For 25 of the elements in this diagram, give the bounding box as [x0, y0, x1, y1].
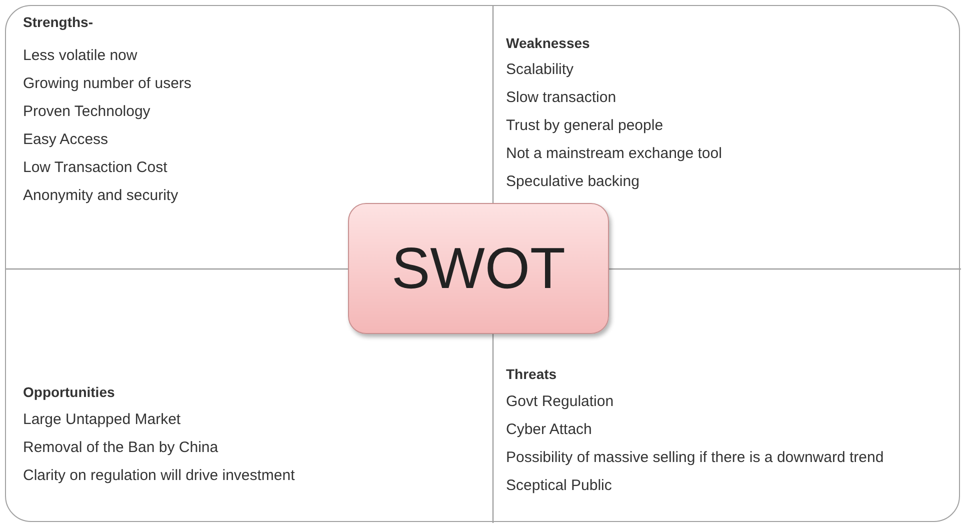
- list-item: Anonymity and security: [23, 187, 178, 205]
- diagram-frame: [5, 5, 960, 522]
- list-item: Slow transaction: [506, 89, 616, 107]
- list-item: Sceptical Public: [506, 477, 612, 495]
- list-item: Speculative backing: [506, 173, 640, 191]
- list-item: Clarity on regulation will drive investment: [23, 467, 295, 485]
- list-item: Easy Access: [23, 131, 108, 149]
- quadrant-heading: Threats: [506, 365, 557, 383]
- list-item: Low Transaction Cost: [23, 159, 168, 177]
- quadrant-heading: Opportunities: [23, 383, 115, 401]
- list-item: Possibility of massive selling if there is a downward trend: [506, 449, 884, 467]
- center-title: SWOT: [392, 235, 566, 302]
- list-item: Large Untapped Market: [23, 411, 181, 429]
- list-item: Less volatile now: [23, 47, 138, 65]
- list-item: Not a mainstream exchange tool: [506, 145, 722, 163]
- center-box: [348, 203, 609, 334]
- list-item: Removal of the Ban by China: [23, 439, 218, 457]
- list-item: Govt Regulation: [506, 393, 614, 411]
- quadrant-heading: Strengths-: [23, 13, 93, 31]
- list-item: Trust by general people: [506, 117, 664, 135]
- quadrant-heading: Weaknesses: [506, 34, 590, 52]
- list-item: Cyber Attach: [506, 421, 592, 439]
- list-item: Proven Technology: [23, 103, 150, 121]
- list-item: Scalability: [506, 61, 574, 79]
- list-item: Growing number of users: [23, 75, 192, 93]
